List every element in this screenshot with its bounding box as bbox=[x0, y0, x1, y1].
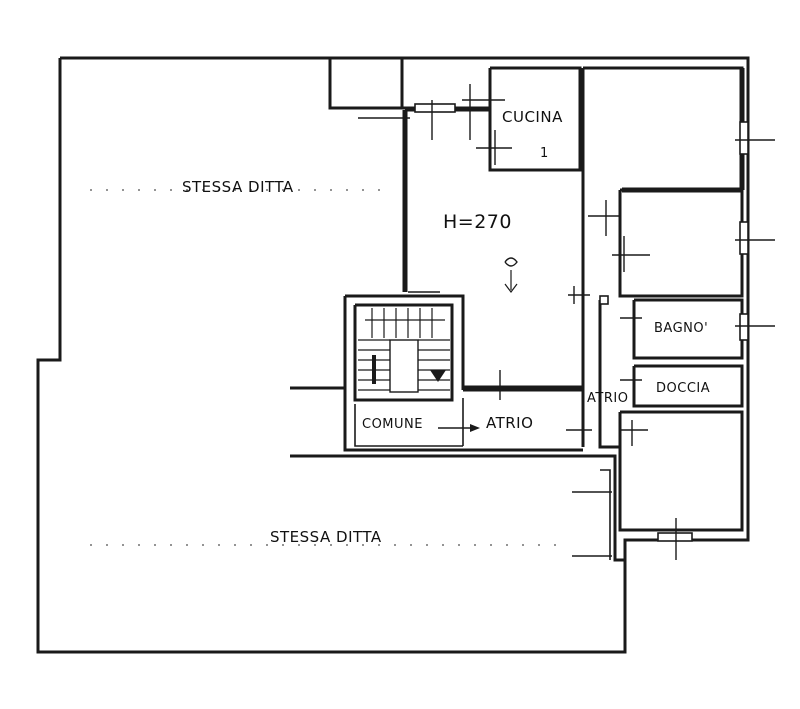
stair-treads bbox=[358, 308, 450, 393]
apartment-walls bbox=[290, 58, 745, 562]
entry-arrow bbox=[438, 424, 480, 432]
room-label-comune: COMUNE bbox=[362, 417, 423, 432]
stairs-mark: 1 bbox=[540, 146, 549, 161]
other-property-bottom-label: STESSA DITTA bbox=[270, 528, 382, 546]
dimension-ticks bbox=[358, 84, 775, 560]
room-label-doccia: DOCCIA bbox=[656, 381, 710, 396]
room-label-bagno: BAGNO' bbox=[654, 321, 708, 336]
height-label: H=270 bbox=[443, 211, 512, 233]
windows bbox=[414, 103, 749, 542]
outer-dash-lines bbox=[90, 189, 560, 546]
direction-glyph bbox=[504, 257, 518, 293]
outer-perimeter bbox=[36, 56, 750, 654]
other-property-top-label: STESSA DITTA bbox=[182, 178, 294, 196]
room-label-cucina: CUCINA bbox=[502, 108, 563, 126]
room-label-atrio-vertical: ATRIO bbox=[587, 391, 628, 406]
room-label-atrio: ATRIO bbox=[486, 414, 533, 432]
